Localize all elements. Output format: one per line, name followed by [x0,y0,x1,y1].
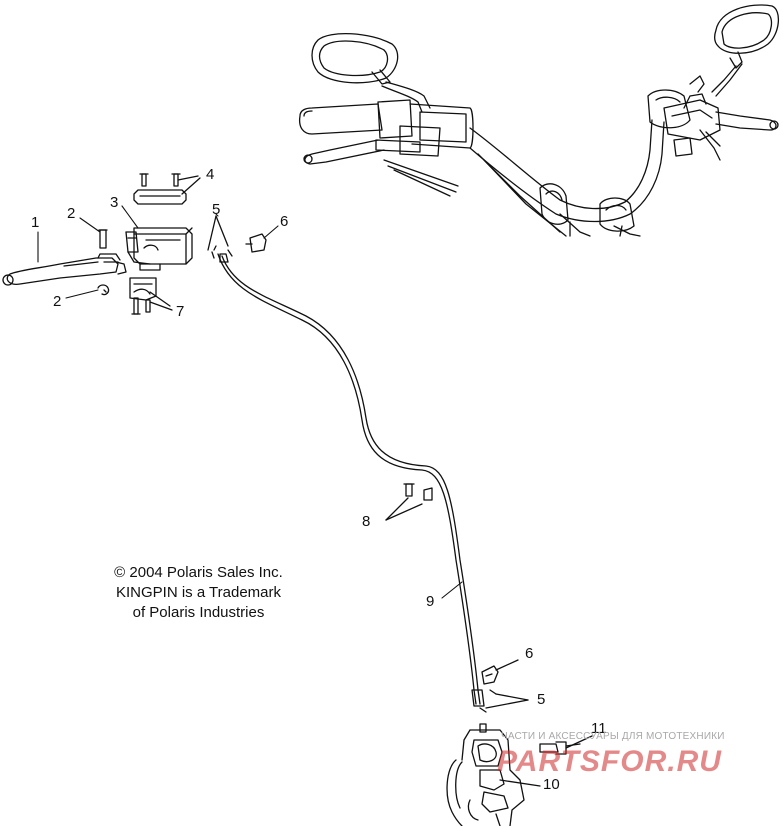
callout-5-bottom: 5 [537,691,546,708]
watermark-brand: PARTSFOR.RU [497,745,722,778]
part-5-washers-top [207,215,233,259]
right-mirror [711,4,779,97]
leader-lines [37,205,463,599]
part-1-brake-lever [2,253,127,286]
left-mirror [311,32,431,113]
callout-2-clip: 2 [53,293,62,310]
part-8-line-clips [385,483,433,521]
part-3-master-cylinder [125,227,193,271]
part-9-brake-line [217,253,485,707]
callout-2-pin: 2 [67,205,76,222]
part-6-banjo-bolt-bottom [481,659,519,685]
right-controls [647,75,779,161]
callout-1: 1 [31,214,40,231]
copyright-line-1: © 2004 Polaris Sales Inc. [114,564,283,581]
callout-7: 7 [176,303,185,320]
callout-9: 9 [426,593,435,610]
callout-3: 3 [110,194,119,211]
part-7-clamp [129,277,173,315]
copyright-line-3: of Polaris Industries [132,604,265,621]
callout-4: 4 [206,166,215,183]
part-11-caliper-bolt [539,735,593,755]
callout-10: 10 [543,776,560,793]
watermark: ЧАСТИ И АКСЕССУАРЫ ДЛЯ МОТОТЕХНИКИ PARTS… [497,731,783,791]
copyright-line-2: KINGPIN is a Trademark [115,584,282,601]
left-grip [298,99,474,197]
part-10-brake-caliper [446,723,541,826]
part-6-banjo-bolt-top [245,233,267,253]
handlebar-tube [469,119,665,237]
part-2-pin [98,229,108,249]
copyright-notice: © 2004 Polaris Sales Inc. KINGPIN is a T… [96,563,301,623]
callout-5-top: 5 [212,201,221,218]
callout-8: 8 [362,513,371,530]
watermark-tagline: ЧАСТИ И АКСЕССУАРЫ ДЛЯ МОТОТЕХНИКИ [501,731,725,742]
handlebar-assembly [298,4,779,237]
part-4-reservoir-cover [133,173,201,205]
callout-6-bottom: 6 [525,645,534,662]
callout-6-top: 6 [280,213,289,230]
part-2-clip [97,284,110,296]
callout-11: 11 [591,720,607,737]
part-5-washers-bottom [479,689,529,713]
